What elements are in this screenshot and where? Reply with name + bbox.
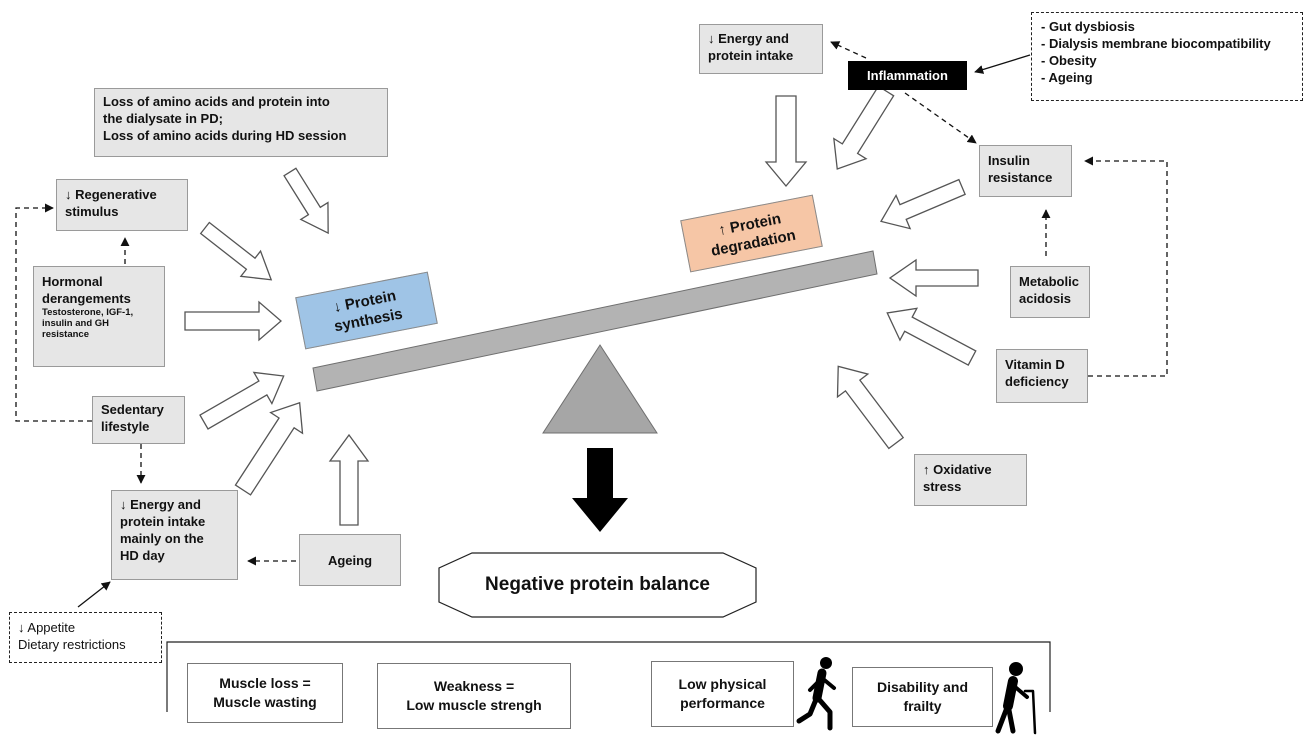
energy-protein-intake-right-box: ↓ Energy and protein intake [699,24,823,74]
ageing-left-box: Ageing [299,534,401,586]
regenerative-stimulus-box: ↓ Regenerative stimulus [56,179,188,231]
dash-sedentary-to-regenerative [15,203,92,422]
vitamin-d-deficiency-box: Vitamin D deficiency [996,349,1088,403]
arrow-ageing-to-synthesis [328,433,370,526]
insulin-resistance-box: Insulin resistance [979,145,1072,197]
arrow-appetite-to-energy [77,581,111,608]
dash-vitamin-to-insulin [1084,156,1168,377]
balance-fulcrum [542,344,658,434]
arrow-vitamin-to-degradation [886,307,977,366]
arrow-causes-to-inflammation [974,54,1031,74]
arrow-oxidative-to-degradation [836,365,905,450]
weakness-box: Weakness = Low muscle strengh [377,663,571,729]
inflammation-box: Inflammation [848,61,967,90]
arrow-regenerative-to-synthesis [199,221,273,281]
block-arrows [184,85,979,526]
arrow-energy-right-to-degradation [764,95,808,188]
balance-beam [312,250,878,392]
outcome-frame [166,641,1051,712]
loss-amino-acids-box: Loss of amino acids and protein into the… [94,88,388,157]
sedentary-lifestyle-box: Sedentary lifestyle [92,396,185,444]
hormonal-derangements-box: Hormonal derangements Testosterone, IGF-… [33,266,165,367]
dash-inflammation-to-insulin [904,92,977,144]
low-physical-performance-box: Low physical performance [651,661,794,727]
negative-balance-octagon [438,552,757,618]
arrow-sedentary-to-synthesis [199,371,285,430]
arrow-hormonal-to-synthesis [184,300,282,342]
arrow-inflammation-to-degradation [833,85,895,170]
arrow-energy-to-synthesis [234,401,304,496]
energy-protein-intake-left-box: ↓ Energy and protein intake mainly on th… [111,490,238,580]
appetite-restrictions-box: ↓ Appetite Dietary restrictions [9,612,162,663]
dash-inflammation-to-energy [830,41,867,59]
arrow-insulin-to-degradation [879,178,966,230]
result-down-arrow [572,448,628,532]
arrow-loss-to-synthesis [283,167,329,235]
metabolic-acidosis-box: Metabolic acidosis [1010,266,1090,318]
inflammation-causes-box: - Gut dysbiosis - Dialysis membrane bioc… [1031,12,1303,101]
arrow-metabolic-to-degradation [888,258,979,298]
negative-protein-balance-label: Negative protein balance [485,574,710,595]
muscle-loss-box: Muscle loss = Muscle wasting [187,663,343,723]
walking-person-icon [796,657,836,731]
disability-frailty-box: Disability and frailty [852,667,993,727]
oxidative-stress-box: ↑ Oxidative stress [914,454,1027,506]
elderly-person-with-cane-icon [995,662,1037,735]
